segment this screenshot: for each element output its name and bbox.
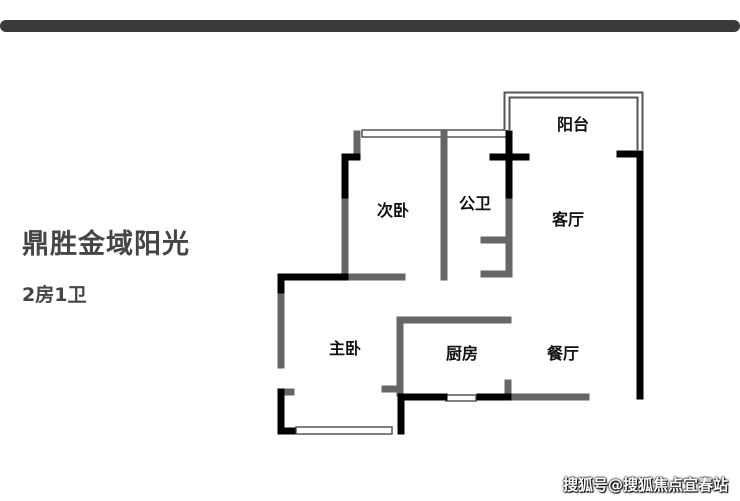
source-watermark: 搜狐号@搜狐焦点宜春站 [563, 476, 729, 494]
interior-walls [277, 130, 590, 401]
room-label-second-bedroom: 次卧 [377, 201, 409, 220]
room-label-public-bath: 公卫 [459, 194, 491, 213]
wall-segment [277, 388, 296, 435]
room-label-dining-room: 餐厅 [546, 344, 579, 363]
wall-segment [397, 393, 448, 435]
layout-type-label: 2房1卫 [22, 284, 87, 306]
room-label-living-room: 客厅 [552, 210, 584, 229]
wall-segment [616, 150, 644, 400]
top-window [361, 129, 509, 138]
project-title: 鼎胜金域阳光 [22, 229, 190, 260]
wall-segment [341, 153, 361, 199]
bearing-walls [277, 130, 644, 435]
bottom-left-window [295, 426, 393, 435]
room-label-kitchen: 厨房 [446, 344, 478, 363]
balcony-railing-inner [505, 93, 642, 150]
room-label-master-bedroom: 主卧 [329, 339, 361, 358]
top-divider-bar [0, 20, 740, 32]
room-label-balcony: 阳台 [557, 115, 589, 134]
wall-segment [277, 273, 349, 294]
kitchen-window [445, 394, 477, 402]
